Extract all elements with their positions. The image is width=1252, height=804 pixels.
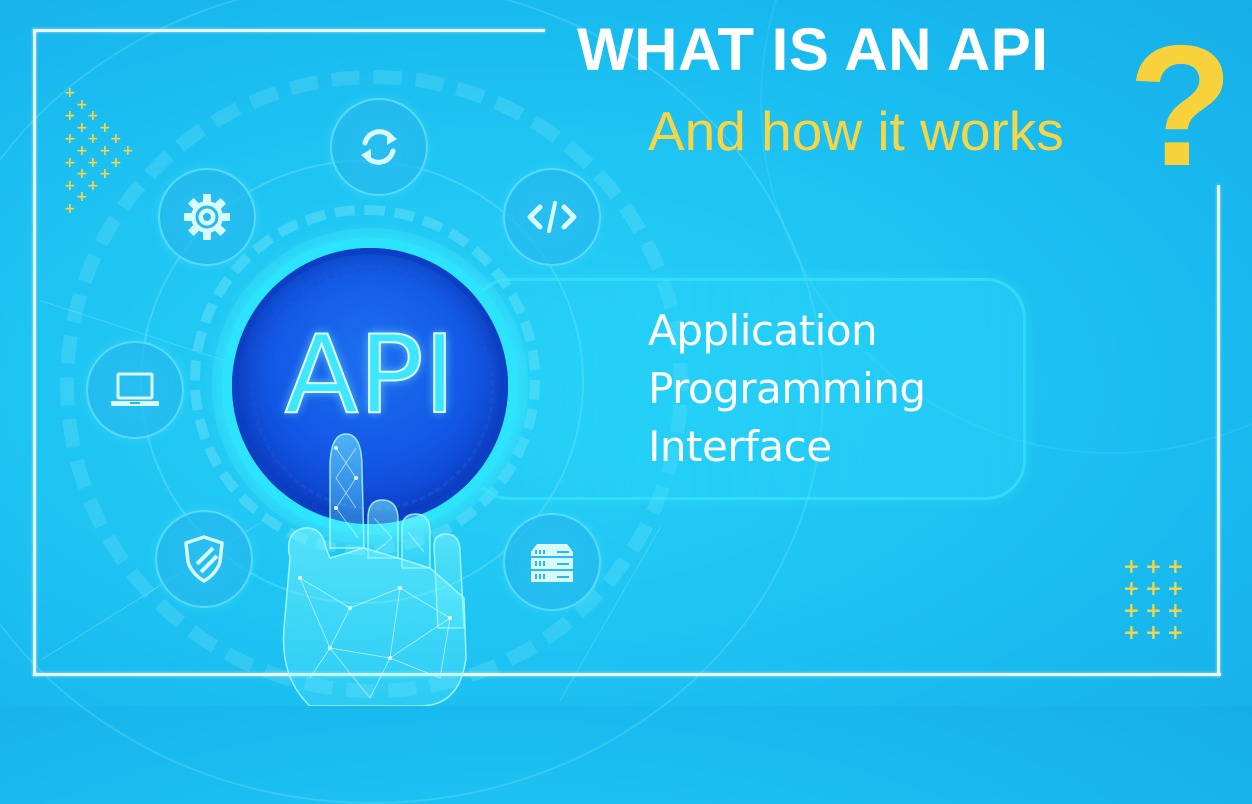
plus-icon: + [76, 143, 88, 159]
plus-icon: + [99, 120, 111, 136]
plus-icon: + [76, 166, 88, 182]
laptop-icon [111, 372, 159, 406]
code-icon-circle [503, 168, 601, 266]
plus-icon: + [110, 131, 122, 147]
definition-line-interface: Interface [648, 422, 832, 471]
gear-icon [184, 194, 230, 240]
shield-icon [184, 535, 224, 583]
plus-icon: + [64, 131, 76, 147]
page-subtitle: And how it works [648, 100, 1064, 162]
definition-text: Application Programming Interface [648, 302, 926, 476]
plus-icon: + [1167, 620, 1184, 644]
plus-icon: + [64, 155, 76, 171]
plus-icon: + [122, 143, 134, 159]
plus-icon: + [110, 155, 122, 171]
plus-icon: + [1167, 598, 1184, 622]
plus-icon: + [1123, 620, 1140, 644]
plus-icon: + [87, 131, 99, 147]
api-badge-label: API [284, 313, 457, 438]
plus-icon: + [99, 166, 111, 182]
frame-left-line [33, 29, 36, 676]
server-icon [531, 544, 573, 582]
plus-icon: + [1145, 554, 1162, 578]
plus-icon: + [64, 108, 76, 124]
plus-icon: + [1167, 554, 1184, 578]
wireframe-hand-icon [282, 433, 467, 706]
plus-icon: + [64, 201, 76, 217]
gear-icon-circle [158, 168, 256, 266]
plus-icon: + [76, 97, 88, 113]
question-mark: ? [1128, 10, 1234, 202]
plus-icon: + [1123, 554, 1140, 578]
definition-panel [470, 278, 1026, 500]
plus-icon: + [1123, 576, 1140, 600]
plus-icon: + [1123, 598, 1140, 622]
plus-icon: + [1145, 620, 1162, 644]
plus-icon: + [64, 178, 76, 194]
shield-icon-circle [155, 510, 253, 608]
plus-icon: + [1167, 576, 1184, 600]
plus-icon: + [87, 108, 99, 124]
plus-icon: + [76, 120, 88, 136]
frame-bottom-line [33, 673, 1221, 676]
refresh-icon [361, 129, 397, 165]
refresh-icon-circle [330, 98, 428, 196]
page-title: WHAT IS AN API [577, 16, 1049, 83]
frame-right-line [1217, 185, 1220, 676]
plus-icon: + [1145, 598, 1162, 622]
frame-top-line [33, 29, 545, 32]
definition-line-programming: Programming [648, 364, 926, 413]
plus-icon: + [76, 189, 88, 205]
plus-icon: + [87, 155, 99, 171]
laptop-icon-circle [86, 341, 184, 439]
plus-icon: + [1145, 576, 1162, 600]
plus-icon: + [99, 143, 111, 159]
code-icon [527, 201, 577, 233]
server-icon-circle [503, 513, 601, 611]
plus-icon: + [64, 85, 76, 101]
plus-icon: + [87, 178, 99, 194]
definition-line-application: Application [648, 306, 878, 355]
